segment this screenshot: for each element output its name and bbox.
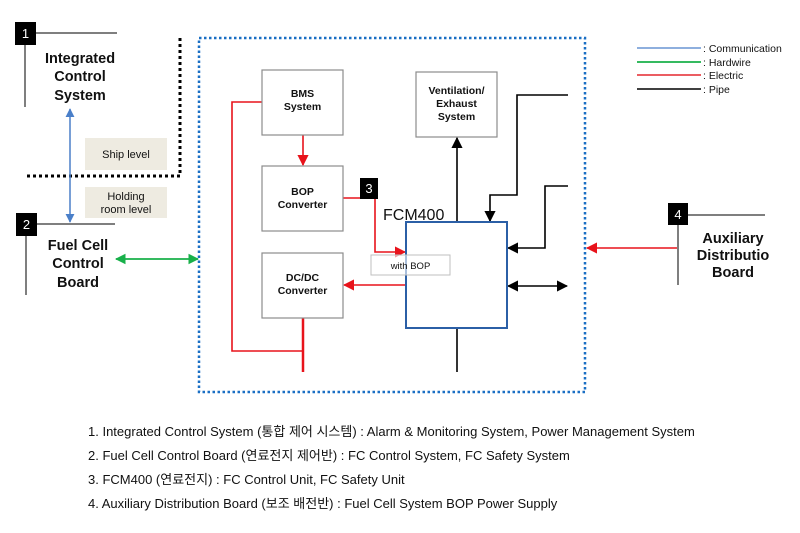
svg-text:Converter: Converter	[278, 199, 328, 211]
svg-text:with BOP: with BOP	[390, 261, 431, 272]
note-4: 4. Auxiliary Distribution Board (보조 배전반)…	[88, 496, 558, 511]
legend-label-communication: : Communication	[703, 43, 782, 55]
legend-label-pipe: : Pipe	[703, 84, 730, 96]
badge-2-number: 2	[23, 217, 30, 232]
svg-text:BMS: BMS	[291, 88, 314, 100]
auxiliary-label-line-1: Auxiliary	[702, 231, 763, 247]
note-1: 1. Integrated Control System (통합 제어 시스템)…	[88, 424, 695, 439]
badge-2	[16, 213, 37, 236]
note-3: 3. FCM400 (연료전지) : FC Control Unit, FC S…	[88, 472, 405, 487]
bop-converter-box[interactable]: BOP Converter	[261, 165, 344, 232]
integrated-control-label-line-2: Control	[54, 69, 106, 85]
electric-badge3-to-fcm	[374, 198, 407, 258]
fuel-cell-label-line-3: Board	[57, 275, 99, 291]
svg-text:System: System	[284, 101, 321, 113]
fuel-cell-label-line-1: Fuel Cell	[48, 238, 108, 254]
svg-text:DC/DC: DC/DC	[286, 272, 320, 284]
integrated-control-label-line-3: System	[54, 88, 106, 104]
svg-text:System: System	[438, 111, 475, 123]
badge-4	[668, 203, 688, 225]
electric-loop-bms-dcdc	[231, 101, 303, 352]
fcm400-label: FCM400	[383, 207, 444, 224]
badge-1-number: 1	[22, 26, 29, 41]
pipe-inlet-top	[484, 94, 568, 223]
fuel-cell-control-board[interactable]: 2 Fuel Cell Control Board	[16, 213, 115, 295]
legend-label-hardwire: : Hardwire	[703, 57, 751, 69]
svg-text:room level: room level	[101, 204, 152, 216]
with-bop-label: with BOP	[370, 254, 451, 276]
legend: : Communication : Hardwire : Electric : …	[637, 43, 782, 96]
ship-level-label: Ship level	[85, 138, 167, 170]
svg-text:Converter: Converter	[278, 285, 328, 297]
note-2: 2. Fuel Cell Control Board (연료전지 제어반) : …	[88, 448, 570, 463]
svg-text:Exhaust: Exhaust	[436, 98, 477, 110]
badge-4-number: 4	[674, 207, 681, 222]
legend-label-electric: : Electric	[703, 70, 743, 82]
auxiliary-label-line-3: Board	[712, 265, 754, 281]
ship-level-boundary	[25, 38, 182, 178]
ventilation-exhaust-box[interactable]: Ventilation/ Exhaust System	[415, 71, 498, 138]
svg-text:BOP: BOP	[291, 186, 314, 198]
pipe-inlet-side	[506, 185, 568, 254]
dcdc-converter-box[interactable]: DC/DC Converter	[261, 252, 344, 319]
badge-3-number: 3	[365, 181, 372, 196]
svg-text:Ship level: Ship level	[102, 149, 150, 161]
svg-text:Ventilation/: Ventilation/	[428, 85, 484, 97]
integrated-control-label-line-1: Integrated	[45, 51, 115, 67]
auxiliary-distribution-board[interactable]: 4 Auxiliary Distributio Board	[668, 203, 769, 285]
auxiliary-label-line-2: Distributio	[697, 248, 770, 264]
svg-text:Holding: Holding	[107, 191, 144, 203]
bms-system-box[interactable]: BMS System	[261, 69, 344, 136]
notes-list: 1. Integrated Control System (통합 제어 시스템)…	[88, 420, 695, 516]
badge-3	[360, 178, 378, 199]
holding-room-level-label: Holding room level	[85, 187, 167, 218]
fuel-cell-label-line-2: Control	[52, 256, 104, 272]
badge-1	[15, 22, 36, 45]
integrated-control-system[interactable]: 1 Integrated Control System	[15, 22, 117, 107]
